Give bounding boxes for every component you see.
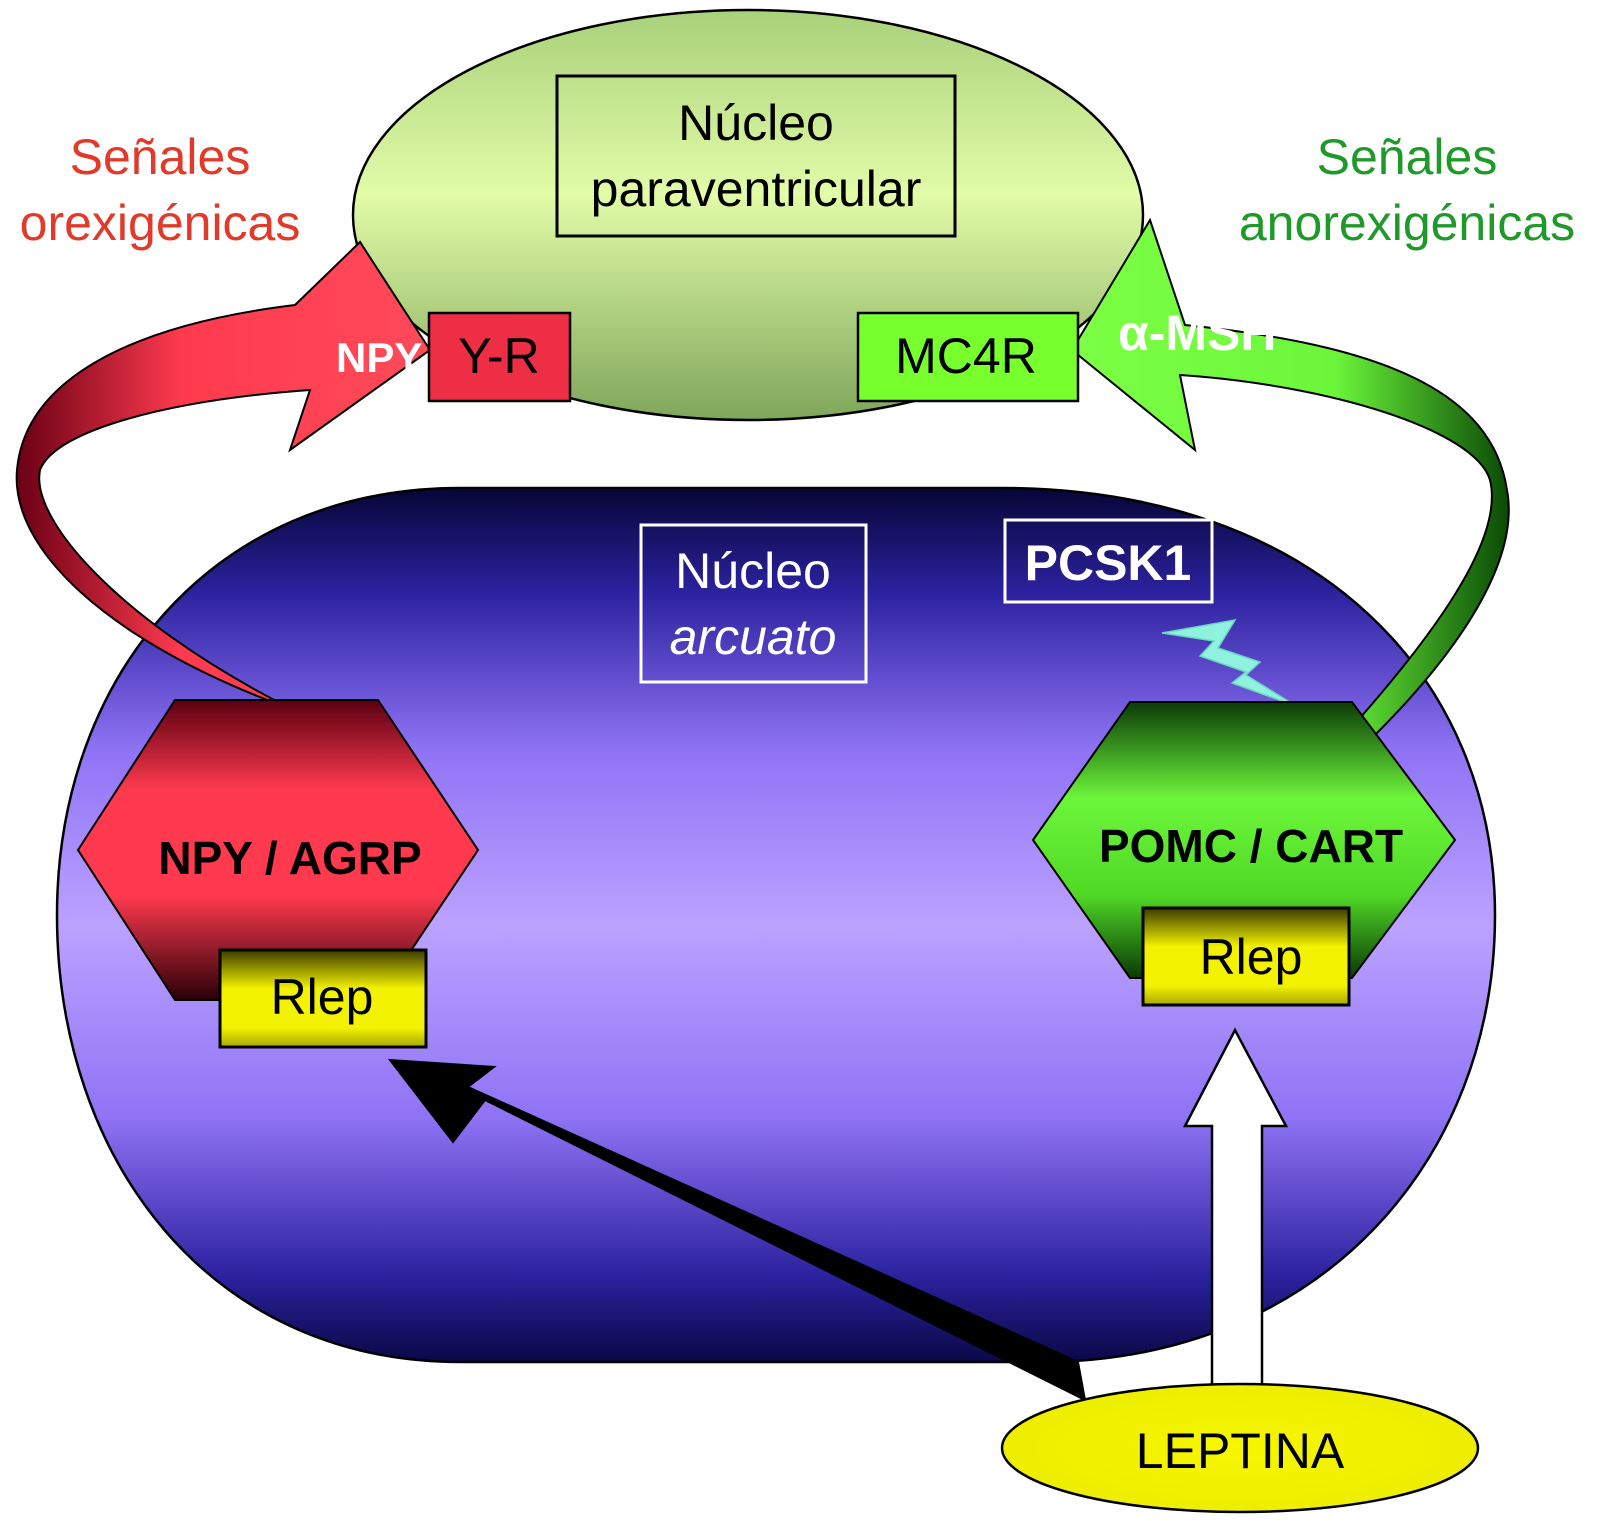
right-rlep-receptor — [1141, 906, 1351, 1007]
mc4r-receptor — [856, 311, 1080, 403]
pcsk1-label: PCSK1 — [1025, 535, 1192, 591]
pomc-cart-label: POMC / CART — [1099, 820, 1403, 872]
arcuate-label-box — [639, 523, 868, 684]
arcuate-label-line2: arcuato — [670, 609, 837, 665]
npy-curved-arrow — [15, 240, 432, 704]
alpha-msh-arrow-label: α-MSH — [1118, 305, 1277, 361]
arcuate-label-line1: Núcleo — [675, 543, 831, 599]
y-r-receptor-label: Y-R — [458, 328, 540, 384]
left-rlep-label: Rlep — [271, 969, 374, 1025]
leptin-stimulate-arrow — [1182, 1027, 1289, 1397]
orexigenic-title-line1: Señales — [70, 129, 251, 185]
pcsk1-box — [1003, 518, 1214, 604]
anorexigenic-title-line2: anorexigénicas — [1239, 195, 1575, 251]
right-rlep-label: Rlep — [1200, 929, 1303, 985]
anorexigenic-title-line1: Señales — [1317, 129, 1498, 185]
mc4r-receptor-label: MC4R — [895, 328, 1037, 384]
paraventricular-label-line2: paraventricular — [591, 161, 922, 217]
leptin-inhibit-arrow — [387, 1058, 1087, 1402]
alpha-msh-curved-arrow — [1070, 217, 1510, 736]
paraventricular-label-box — [555, 74, 957, 238]
left-rlep-receptor — [218, 948, 428, 1049]
leptin-label: LEPTINA — [1136, 1423, 1345, 1479]
leptin-ellipse — [1000, 1382, 1480, 1514]
y-r-receptor — [427, 311, 572, 403]
orexigenic-title-line2: orexigénicas — [20, 195, 301, 251]
npy-agrp-label: NPY / AGRP — [158, 832, 421, 884]
npy-arrow-label: NPY — [336, 334, 422, 381]
paraventricular-label-line1: Núcleo — [678, 95, 834, 151]
